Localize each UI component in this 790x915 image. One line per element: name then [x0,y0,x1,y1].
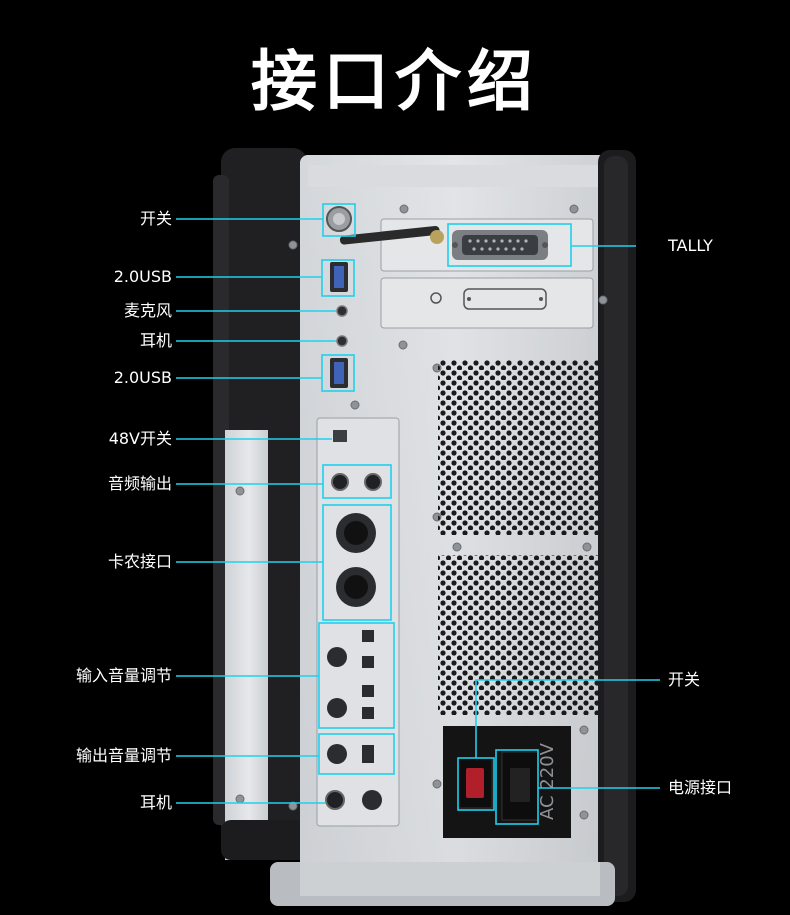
label-power-socket: 电源接口 [668,778,733,797]
label-48v-switch: 48V开关 [108,429,172,448]
label-audio-out: 音频输出 [107,474,172,493]
label-xlr: 卡农接口 [107,552,172,571]
vent-grille [438,360,598,715]
label-usb-2: 2.0USB [113,368,172,387]
left-bumper [213,148,307,860]
audio-module [316,417,400,827]
label-headphone-1: 耳机 [139,331,172,350]
label-headphone-2: 耳机 [139,793,172,812]
usb-port-icon [330,262,348,292]
expansion-card-upper [380,218,594,272]
label-output-volume: 输出音量调节 [75,746,172,765]
label-psu-switch: 开关 [668,670,701,689]
label-usb-1: 2.0USB [113,267,172,286]
antenna [339,225,444,245]
label-microphone: 麦克风 [123,301,172,320]
right-bumper [598,150,636,902]
psu-voltage-label: AC 220V [537,742,558,820]
label-power-switch: 开关 [139,209,172,228]
page-title: 接口介绍 [251,43,539,120]
callouts [176,203,660,825]
screws [235,204,608,820]
headphone-jack-icon [336,335,348,347]
mic-jack-icon [336,305,348,317]
power-supply: AC 220V [443,726,571,838]
expansion-card-lower [380,277,594,329]
label-tally: TALLY [668,236,713,255]
power-button-icon [326,206,352,232]
label-input-volume: 输入音量调节 [75,666,172,685]
usb-port-icon [330,358,348,388]
